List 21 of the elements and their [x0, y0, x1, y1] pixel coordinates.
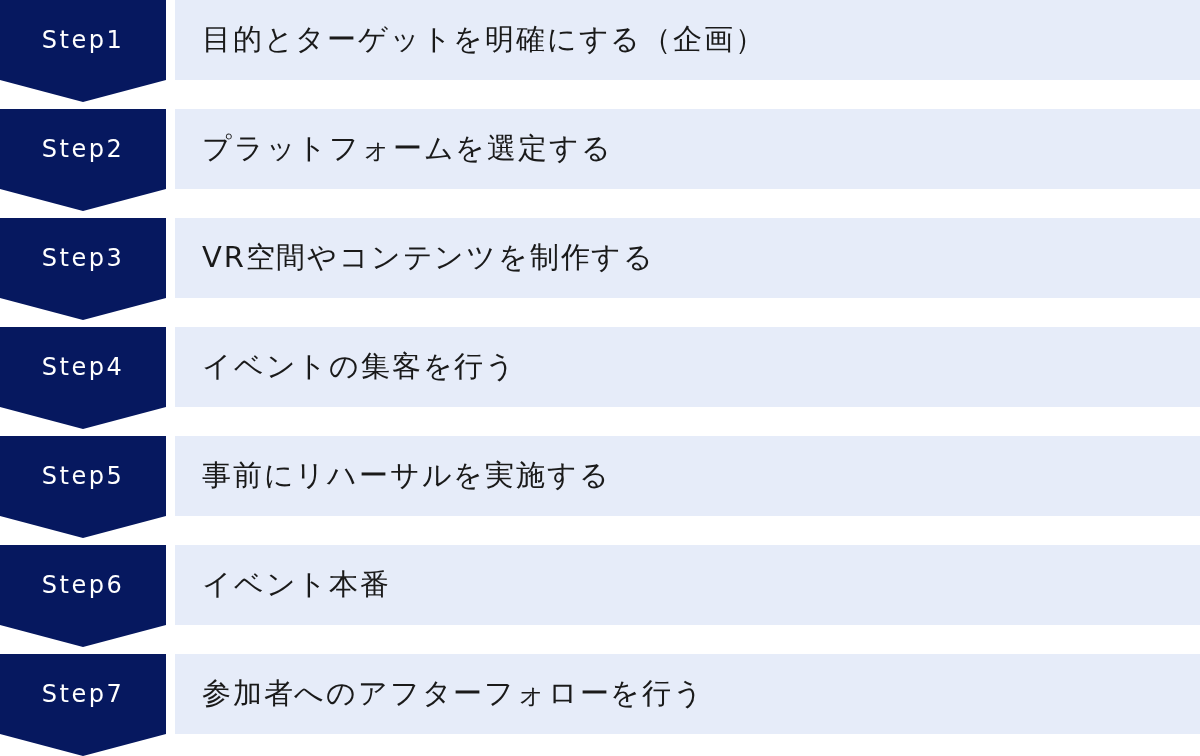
- step-bar: [175, 436, 1200, 516]
- step-number: Step7: [41, 680, 125, 708]
- step-bar: [175, 654, 1200, 734]
- step-title: イベントの集客を行う: [202, 348, 517, 385]
- step-bar: [175, 218, 1200, 298]
- step-title: 参加者へのアフターフォローを行う: [202, 675, 705, 712]
- step-number: Step3: [41, 244, 125, 272]
- step-number: Step4: [41, 353, 125, 381]
- step-number: Step2: [41, 135, 125, 163]
- step-number: Step6: [41, 571, 125, 599]
- step-title: 事前にリハーサルを実施する: [202, 457, 611, 494]
- step-bar: [175, 0, 1200, 80]
- step-number: Step1: [41, 26, 125, 54]
- step-bar: [175, 545, 1200, 625]
- step-title: イベント本番: [202, 566, 391, 603]
- step-bar: [175, 327, 1200, 407]
- step-title: プラットフォームを選定する: [202, 130, 613, 167]
- step-number: Step5: [41, 462, 125, 490]
- step-title: VR空間やコンテンツを制作する: [202, 239, 655, 276]
- step-bar: [175, 109, 1200, 189]
- step-title: 目的とターゲットを明確にする（企画）: [202, 21, 766, 58]
